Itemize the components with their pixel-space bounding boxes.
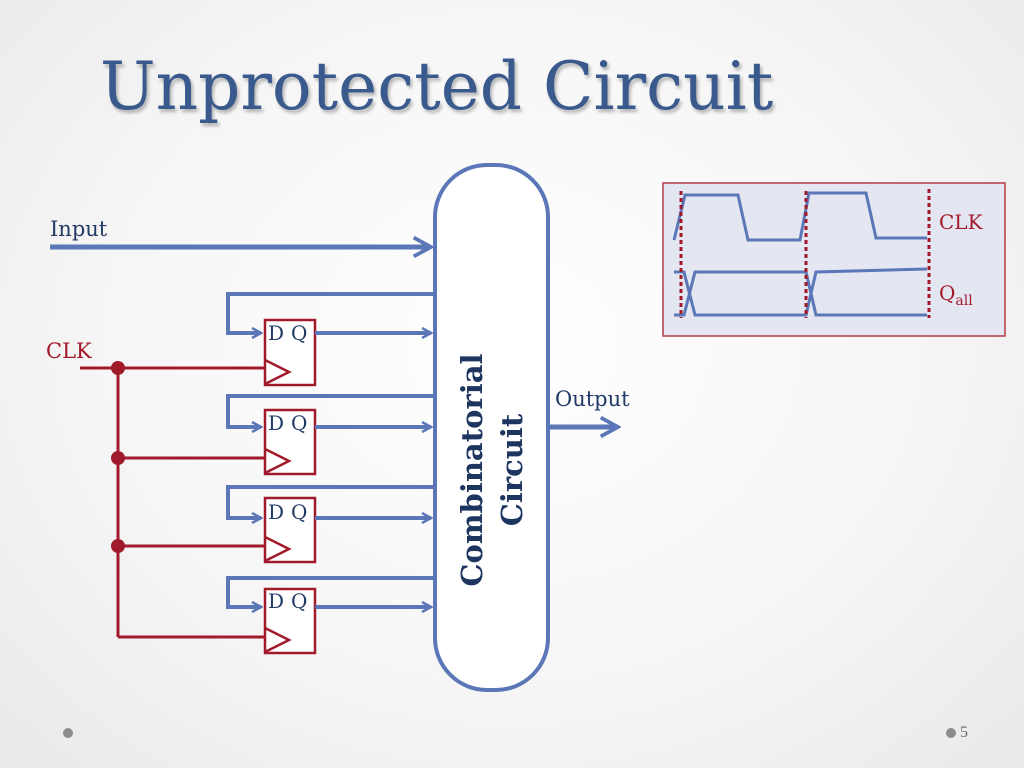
feedback-wire xyxy=(226,394,435,427)
clock-junction-dot xyxy=(111,361,125,375)
clk-waveform xyxy=(672,191,927,242)
flip-flop-1: D Q xyxy=(226,292,435,387)
q-pin-label: Q xyxy=(291,589,307,613)
feedback-wire xyxy=(226,576,435,607)
flip-flop-3: D Q xyxy=(226,485,435,564)
d-pin-label: D xyxy=(268,500,284,524)
output-label: Output xyxy=(555,387,630,411)
feedback-wire xyxy=(226,292,435,333)
timing-clk-label: CLK xyxy=(939,210,984,234)
d-pin-label: D xyxy=(268,411,284,435)
clock-junction-dot xyxy=(111,451,125,465)
d-pin-label: D xyxy=(268,589,284,613)
timing-diagram: CLK Qall xyxy=(662,182,1006,337)
clock-triangle-icon xyxy=(264,447,292,475)
feedback-wire xyxy=(226,485,435,518)
timing-panel xyxy=(662,182,1006,337)
clock-triangle-icon xyxy=(264,535,292,563)
combinatorial-circuit-block xyxy=(433,163,550,692)
clock-triangle-icon xyxy=(264,626,292,654)
slide-number: 5 xyxy=(960,724,968,741)
d-pin-label: D xyxy=(268,321,284,345)
timing-q-label-main: Q xyxy=(939,281,955,305)
clk-label: CLK xyxy=(46,339,92,363)
flip-flop-4: D Q xyxy=(226,576,435,655)
clock-network xyxy=(80,366,265,639)
footer-dot-right xyxy=(946,728,956,738)
footer-dot-left xyxy=(63,728,73,738)
block-label-line1: Combinatorial xyxy=(455,353,489,586)
input-label: Input xyxy=(50,217,108,241)
flip-flop-2: D Q xyxy=(226,394,435,476)
timing-q-label-sub: all xyxy=(955,293,973,309)
q-pin-label: Q xyxy=(291,321,307,345)
q-pin-label: Q xyxy=(291,500,307,524)
timing-q-label: Qall xyxy=(939,281,973,309)
clock-edge-markers xyxy=(679,189,931,318)
clock-junction-dot xyxy=(111,539,125,553)
slide-title: Unprotected Circuit xyxy=(100,48,774,125)
clock-triangle-icon xyxy=(264,358,292,386)
block-label-line2: Circuit xyxy=(495,413,529,526)
q-pin-label: Q xyxy=(291,411,307,435)
